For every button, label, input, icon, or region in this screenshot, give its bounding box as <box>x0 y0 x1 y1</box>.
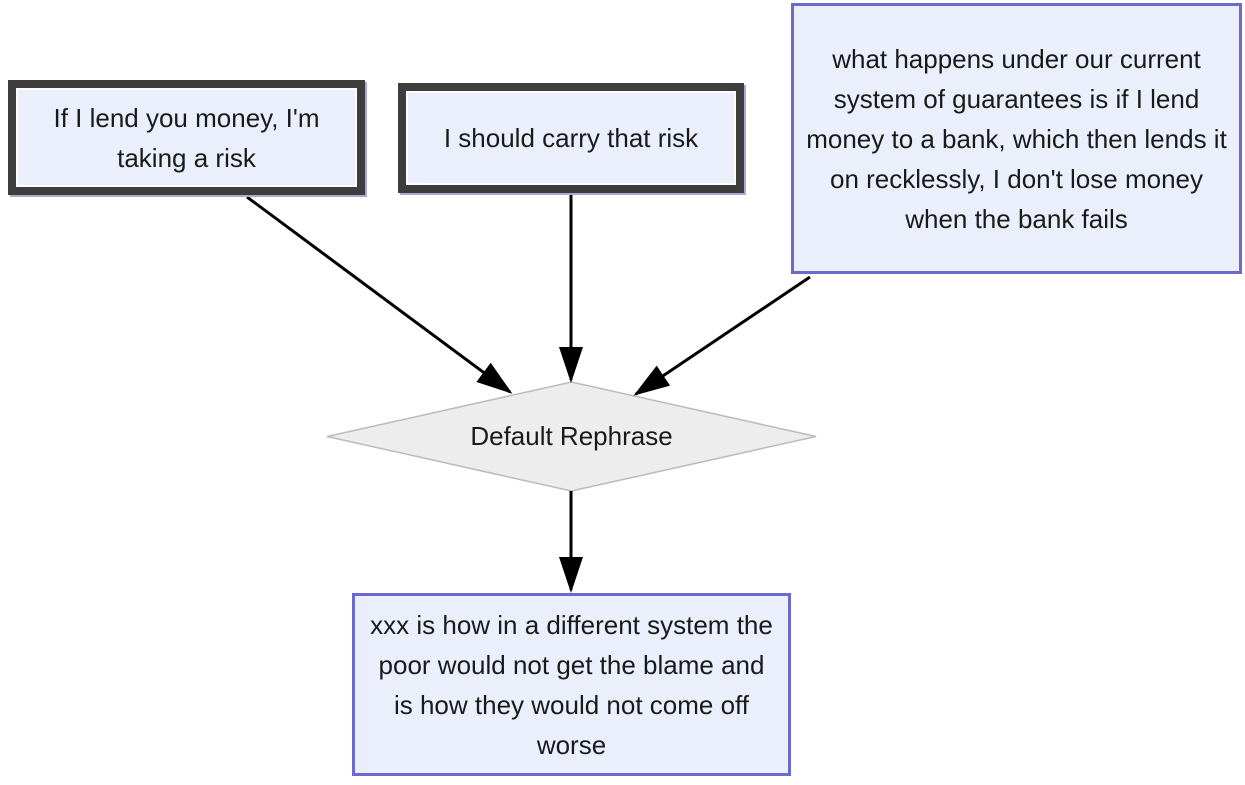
edge-premise-right-to-rephrase <box>633 275 811 396</box>
node-premise-middle-label: I should carry that risk <box>443 123 699 153</box>
rephrase-diamond-shape[interactable] <box>326 381 817 492</box>
node-premise-left-label: If I lend you money, I'm taking a risk <box>53 102 320 173</box>
node-conclusion[interactable]: xxx is how in a different system the poo… <box>352 593 791 776</box>
node-premise-left[interactable]: If I lend you money, I'm taking a risk <box>8 80 365 195</box>
node-premise-right-label: what happens under our current system of… <box>806 43 1227 234</box>
node-premise-right[interactable]: what happens under our current system of… <box>791 3 1242 274</box>
edge-premise-left-to-rephrase <box>246 195 513 394</box>
node-premise-middle[interactable]: I should carry that risk <box>398 83 744 193</box>
node-conclusion-label: xxx is how in a different system the poo… <box>370 609 773 760</box>
